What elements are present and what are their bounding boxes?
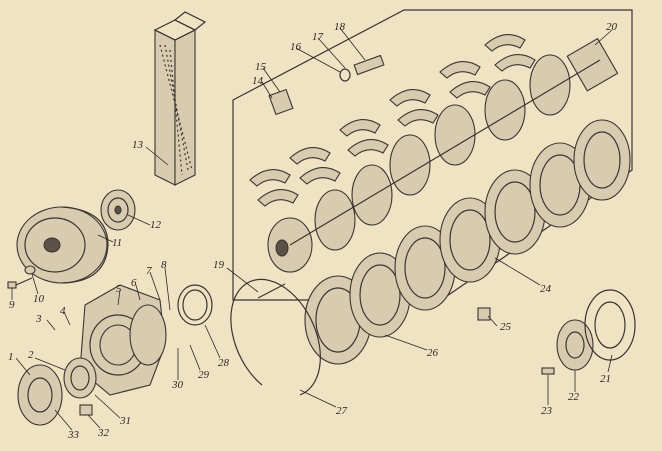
label-24: 24 (540, 283, 552, 295)
housing-part (79, 284, 167, 396)
packing-strip-part (153, 11, 207, 186)
seal-ring-part-28 (177, 284, 213, 326)
pin-part-18 (353, 54, 385, 76)
flange-part-1 (17, 364, 63, 426)
bearing-part-2 (63, 357, 97, 399)
label-16: 16 (290, 41, 302, 53)
label-21: 21 (600, 373, 611, 385)
roller-bearings (304, 119, 631, 365)
plug-part-25 (477, 307, 491, 321)
label-6: 6 (131, 277, 137, 289)
label-11: 11 (112, 237, 122, 249)
label-9: 9 (9, 299, 15, 311)
ring-part-21 (584, 289, 636, 361)
part-labels: 1 2 3 4 5 6 7 8 9 10 11 12 13 14 15 16 1… (8, 21, 618, 441)
label-32: 32 (97, 427, 110, 439)
label-30: 30 (171, 379, 184, 391)
label-15: 15 (255, 61, 267, 73)
assembly-boundary (232, 9, 633, 301)
label-19: 19 (213, 259, 225, 271)
label-1: 1 (8, 351, 14, 363)
key-part-23 (541, 367, 555, 375)
label-17: 17 (312, 31, 324, 43)
label-31: 31 (119, 415, 131, 427)
pin-part-19 (257, 283, 286, 299)
gear-part-22 (556, 319, 594, 371)
label-4: 4 (60, 305, 66, 317)
ring-part-16 (339, 68, 351, 82)
washer-part-10 (24, 265, 36, 275)
label-27: 27 (336, 405, 348, 417)
snap-ring-part-27 (230, 278, 321, 396)
spring-part-15 (268, 88, 294, 116)
small-gear-part (100, 189, 136, 231)
label-23: 23 (541, 405, 553, 417)
label-3: 3 (35, 313, 42, 325)
flywheel-part (16, 206, 109, 284)
label-13: 13 (132, 139, 144, 151)
label-12: 12 (150, 219, 162, 231)
label-20: 20 (606, 21, 618, 33)
crankshaft-part (267, 37, 619, 273)
label-29: 29 (198, 369, 210, 381)
label-25: 25 (500, 321, 512, 333)
label-8: 8 (161, 259, 167, 271)
label-26: 26 (427, 347, 439, 359)
label-10: 10 (33, 293, 45, 305)
bearing-shells (249, 34, 536, 207)
label-22: 22 (568, 391, 580, 403)
label-28: 28 (218, 357, 230, 369)
leader-lines (11, 27, 613, 431)
label-14: 14 (252, 75, 264, 87)
nut-part-32 (79, 404, 93, 416)
bolt-part-9 (7, 277, 33, 289)
label-2: 2 (28, 349, 34, 361)
label-33: 33 (67, 429, 80, 441)
label-18: 18 (334, 21, 346, 33)
label-7: 7 (146, 265, 152, 277)
label-5: 5 (116, 283, 122, 295)
